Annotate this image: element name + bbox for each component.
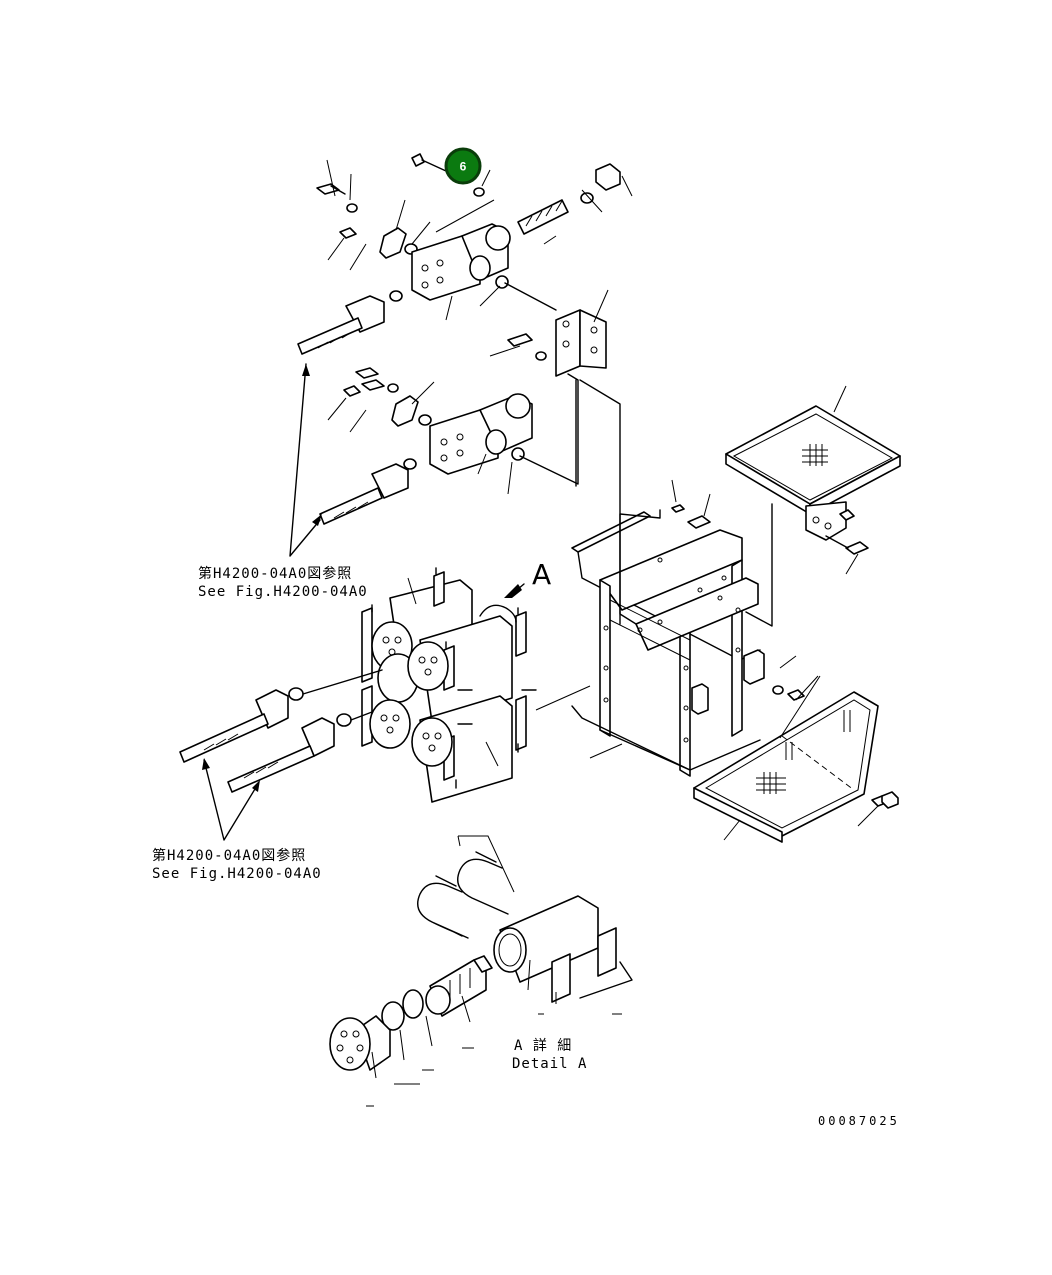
lower-cover [693,675,899,843]
upper-reference-arrows [289,363,322,557]
callout-number[interactable]: 6 [460,160,467,174]
mounting-frame [571,379,819,777]
detail-a-exploded-view [329,835,633,1107]
lower-reference-en: See Fig.H4200-04A0 [152,866,322,882]
upper-reference-jp: 第H4200-04A0図参照 [198,565,352,582]
upper-cover [725,385,901,627]
callout-badge-icon[interactable] [444,147,482,185]
part-callout-6[interactable]: 6 [444,147,482,185]
drawing-code: 00087025 [818,1114,900,1128]
view-arrow-a: A [504,558,551,598]
upper-reference-en: See Fig.H4200-04A0 [198,584,368,600]
lower-reference-jp: 第H4200-04A0図参照 [152,847,306,864]
detail-a-jp-label: A 詳 細 [514,1038,572,1054]
view-letter-a: A [532,558,551,591]
detail-a-en-label: Detail A [512,1056,587,1072]
lower-valve-assembly [319,367,579,525]
lower-reference-arrows [202,758,260,841]
upper-valve-assembly [297,153,633,377]
filter-housing-assembly [179,567,591,803]
